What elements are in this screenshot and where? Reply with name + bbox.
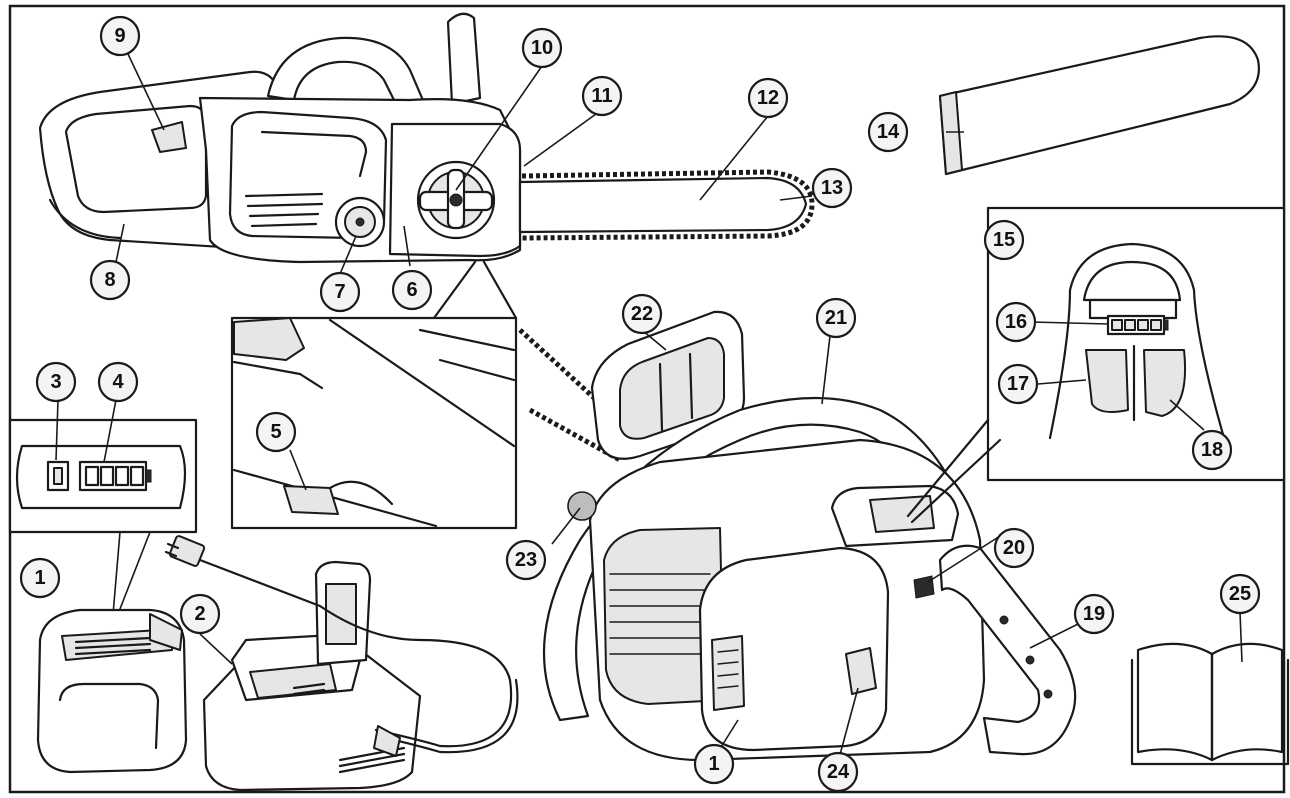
svg-text:15: 15	[993, 229, 1015, 251]
callout-14: 14	[867, 111, 909, 153]
svg-text:12: 12	[757, 87, 779, 109]
guide-bar	[518, 176, 808, 234]
callout-11: 11	[581, 75, 623, 117]
svg-text:22: 22	[631, 303, 653, 325]
callout-17: 17	[997, 363, 1039, 405]
callout-24: 24	[817, 751, 859, 793]
callout-21: 21	[815, 297, 857, 339]
callout-5: 5	[255, 411, 297, 453]
callout-23: 23	[505, 539, 547, 581]
svg-text:11: 11	[591, 85, 612, 107]
svg-text:20: 20	[1003, 537, 1025, 559]
callout-6: 6	[391, 269, 433, 311]
svg-text:17: 17	[1007, 373, 1029, 395]
battery-release-button	[845, 647, 877, 695]
chain-catcher	[283, 485, 339, 515]
svg-text:7: 7	[334, 281, 345, 303]
battery-charger	[164, 535, 519, 792]
svg-text:19: 19	[1083, 603, 1105, 625]
saw-chain	[521, 169, 815, 241]
svg-text:23: 23	[515, 549, 537, 571]
callout-20: 20	[993, 527, 1035, 569]
svg-text:1: 1	[34, 567, 45, 589]
control-panel-detail	[906, 206, 1286, 524]
callout-7: 7	[319, 271, 361, 313]
chain-catcher-detail	[230, 260, 518, 530]
power-button	[1085, 349, 1129, 413]
callout-8: 8	[89, 259, 131, 301]
bar-cover	[938, 35, 1260, 176]
charger-led-indicator	[292, 682, 326, 696]
callout-16: 16	[995, 301, 1037, 343]
callout-4: 4	[97, 361, 139, 403]
svg-text:1: 1	[708, 753, 719, 775]
svg-text:25: 25	[1229, 583, 1251, 605]
front-handle	[266, 36, 430, 118]
svg-text:24: 24	[827, 761, 850, 783]
callout-1-bottom: 1	[693, 743, 735, 785]
inserted-battery	[698, 546, 890, 752]
svg-text:5: 5	[270, 421, 281, 443]
svg-text:9: 9	[114, 25, 125, 47]
callout-12: 12	[747, 77, 789, 119]
callout-3: 3	[35, 361, 77, 403]
lock-button	[1143, 349, 1187, 417]
chainsaw-side-view	[38, 12, 815, 264]
chainsaw-rear-view	[518, 310, 1077, 762]
callout-25: 25	[1219, 573, 1261, 615]
callout-18: 18	[1191, 429, 1233, 471]
svg-text:6: 6	[406, 279, 417, 301]
svg-text:18: 18	[1201, 439, 1223, 461]
svg-text:16: 16	[1005, 311, 1027, 333]
svg-text:13: 13	[821, 177, 843, 199]
callout-19: 19	[1073, 593, 1115, 635]
svg-text:3: 3	[50, 371, 61, 393]
svg-text:21: 21	[825, 307, 847, 329]
oil-tank-cap	[334, 196, 386, 248]
callout-2: 2	[179, 593, 221, 635]
air-vents	[244, 192, 324, 228]
oil-cap-rear	[567, 491, 597, 521]
lock-off-button	[151, 121, 187, 153]
battery-vents	[74, 636, 152, 656]
power-cord	[198, 558, 513, 748]
svg-text:8: 8	[104, 269, 115, 291]
callout-13: 13	[811, 167, 853, 209]
battery-level-leds	[78, 460, 152, 492]
battery-pack	[36, 608, 188, 774]
chain-tension-knob	[416, 160, 496, 240]
svg-text:14: 14	[877, 121, 900, 143]
svg-text:2: 2	[194, 603, 205, 625]
callout-9: 9	[99, 15, 141, 57]
control-panel-hood	[869, 495, 935, 533]
instruction-manual	[1130, 642, 1290, 766]
callout-10: 10	[521, 27, 563, 69]
callout-22: 22	[621, 293, 663, 335]
battery-level-indicator	[1106, 314, 1169, 336]
svg-text:10: 10	[531, 37, 553, 59]
side-vents	[609, 573, 711, 655]
battery-indicator-detail	[8, 418, 198, 534]
power-plug	[164, 535, 206, 567]
svg-text:4: 4	[112, 371, 124, 393]
callout-15: 15	[983, 219, 1025, 261]
front-hand-guard	[446, 12, 482, 106]
callout-1-top: 1	[19, 557, 61, 599]
